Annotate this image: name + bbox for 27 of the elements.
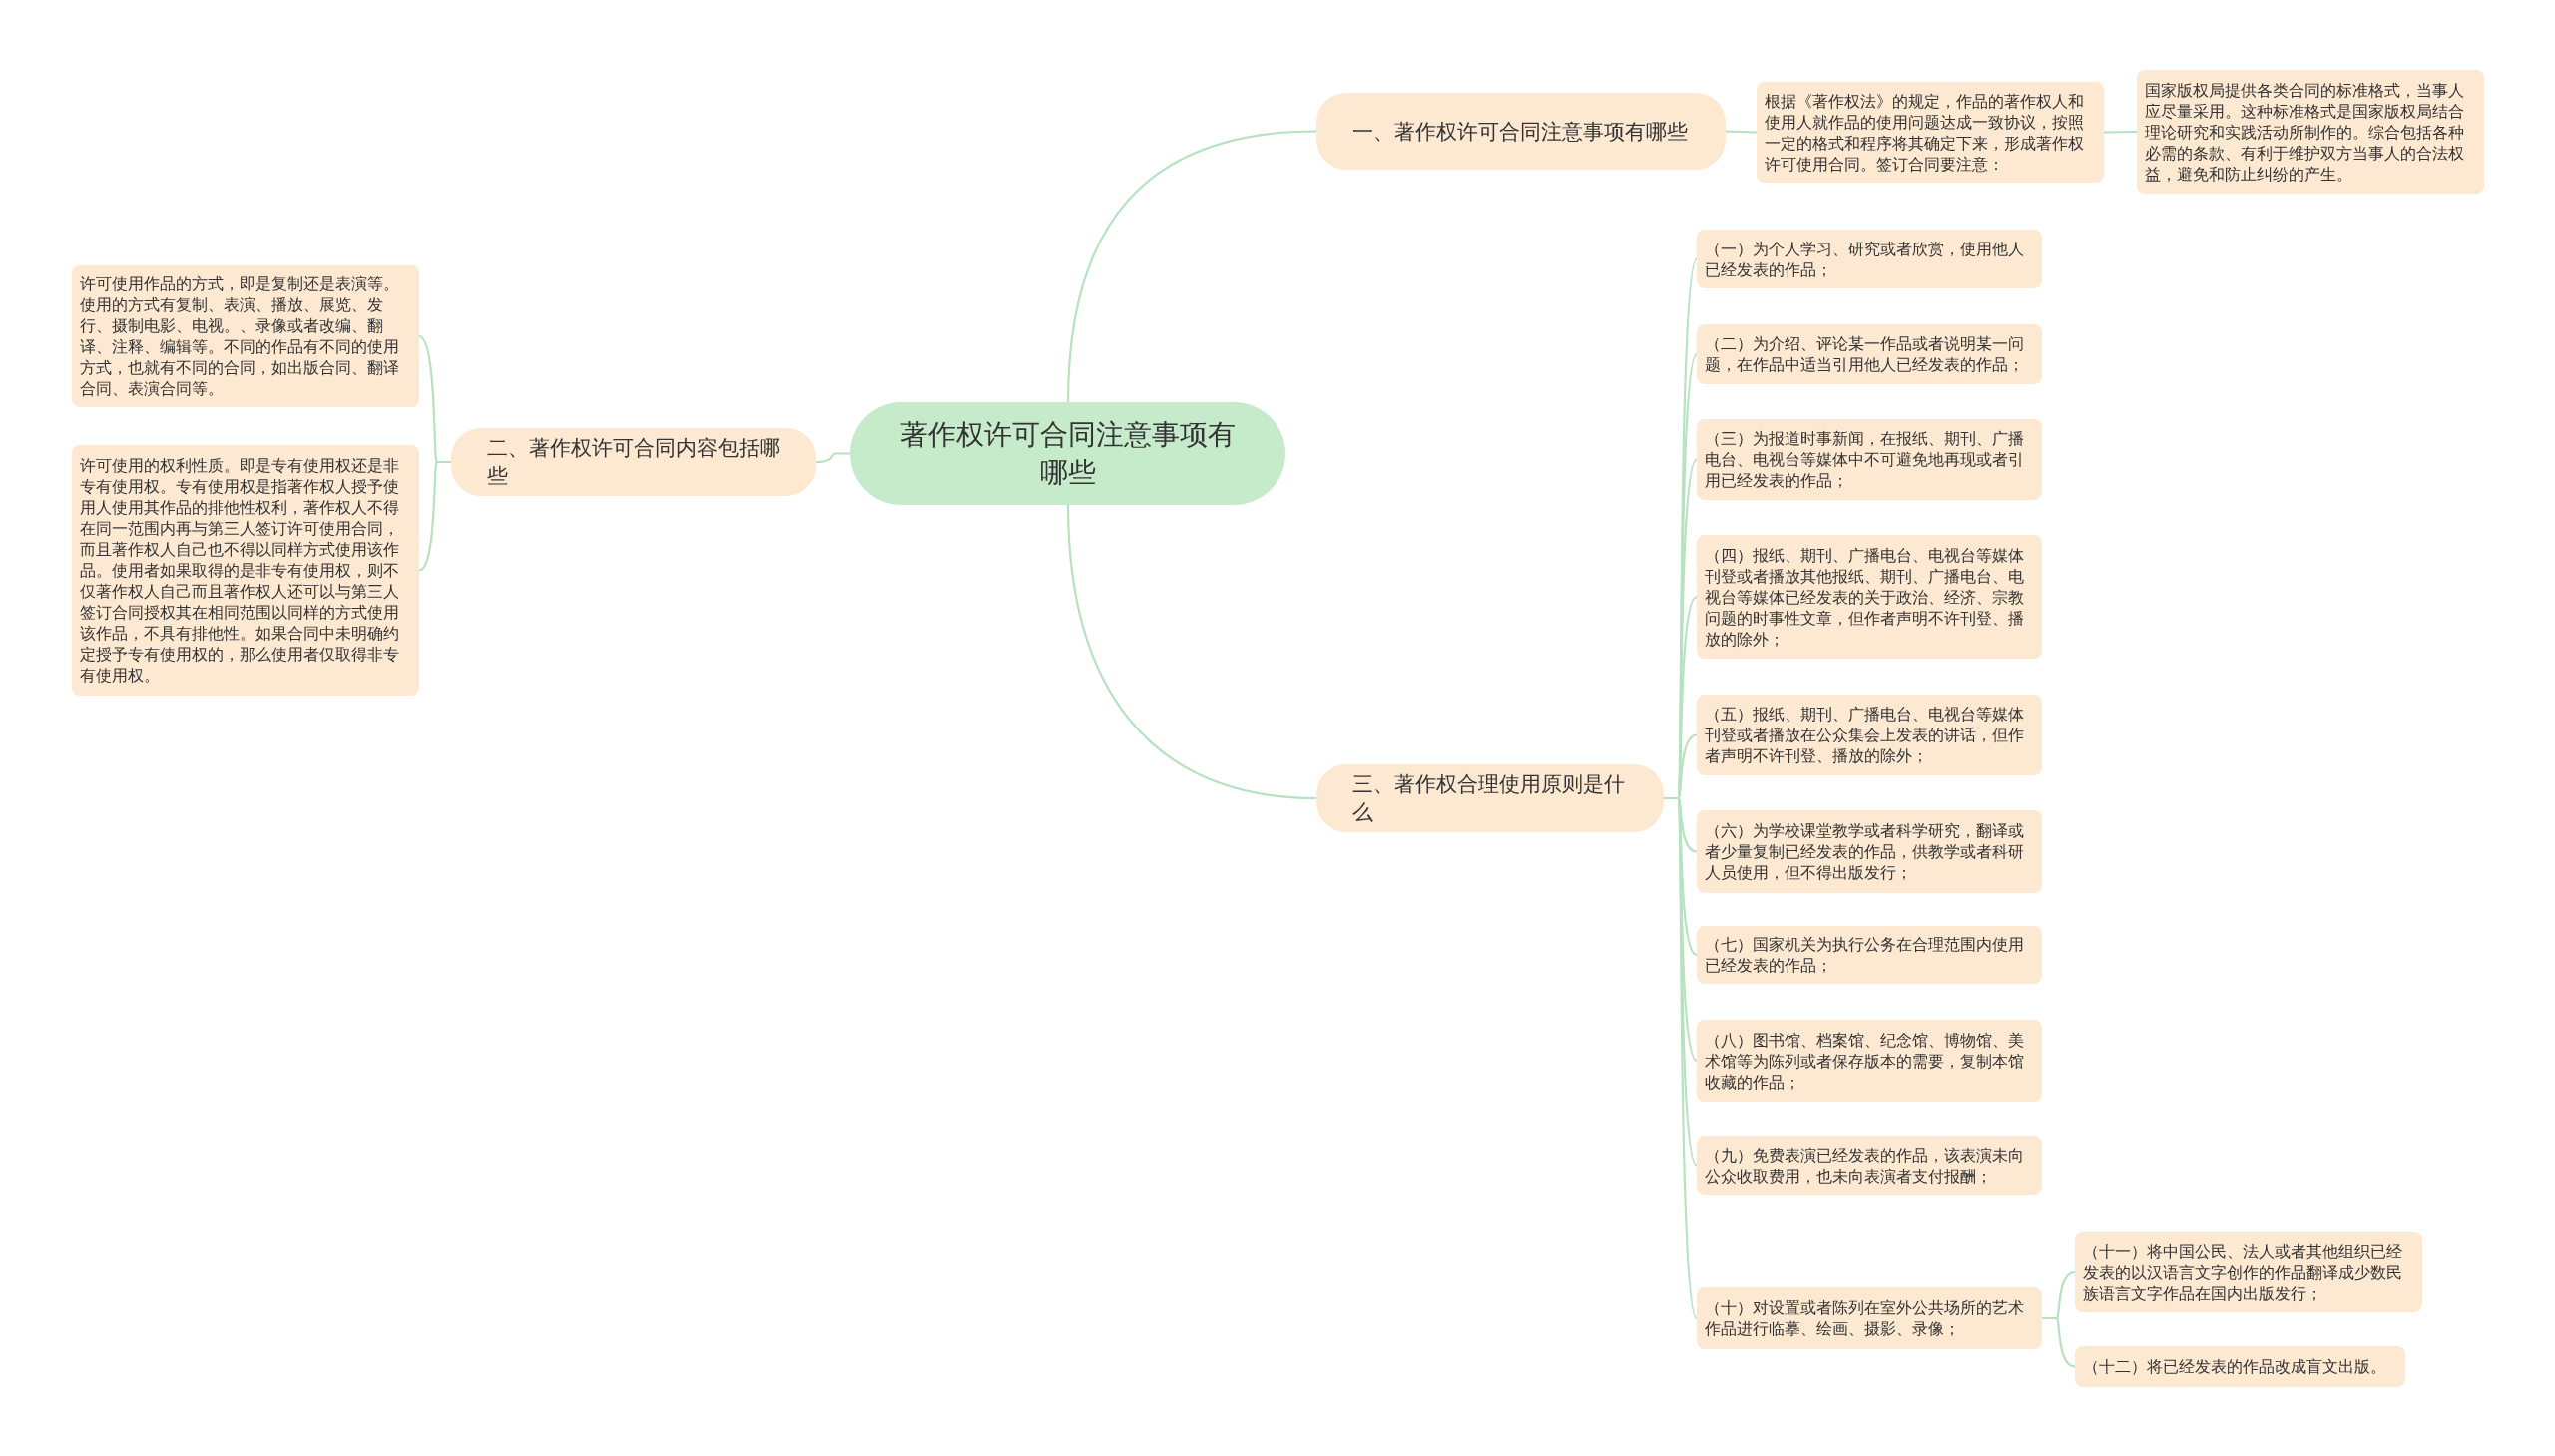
note-box: （九）免费表演已经发表的作品，该表演未向公众收取费用，也未向表演者支付报酬； <box>1697 1136 2042 1195</box>
central-topic: 著作权许可合同注意事项有哪些 <box>850 402 1285 505</box>
note-box: 许可使用的权利性质。即是专有使用权还是非专有使用权。专有使用权是指著作权人授予使用人使用其作品的排他性权利，著作权人不得在同一范围内再与第三人签订许可使用合同，而且著作权人自己也不得以同样方式使用该作品。使用者如果取得的是非专有使用权，则不仅著作权人自己而且著作权人还可以与第三人签订合同授权其在相同范围以同样的方式使用该作品，不具有排他性。如果合同中未明确约定授予专有使用权的，那么使用者仅取得非专有使用权。 <box>72 445 419 696</box>
connector-line <box>418 460 451 572</box>
note-box: （五）报纸、期刊、广播电台、电视台等媒体刊登或者播放在公众集会上发表的讲话，但作者声明不许刊登、播放的除外； <box>1697 695 2042 775</box>
topic-box: 三、著作权合理使用原则是什么 <box>1316 764 1664 832</box>
note-box: （六）为学校课堂教学或者科学研究，翻译或者少量复制已经发表的作品，供教学或者科研人员使用，但不得出版发行； <box>1697 810 2042 893</box>
connector-line <box>2042 1316 2076 1368</box>
note-box: （二）为介绍、评论某一作品或者说明某一问题，在作品中适当引用他人已经发表的作品； <box>1697 324 2042 384</box>
note-box: 国家版权局提供各类合同的标准格式，当事人应尽量采用。这种标准格式是国家版权局结合理论研究和实践活动所制作的。综合包括各种必需的条款、有利于维护双方当事人的合法权益，避免和防止纠纷的产生。 <box>2137 70 2484 194</box>
connector-line <box>815 452 850 464</box>
topic-box: 二、著作权许可合同内容包括哪些 <box>451 428 816 496</box>
note-box: （十）对设置或者陈列在室外公共场所的艺术作品进行临摹、绘画、摄影、录像； <box>1697 1287 2042 1349</box>
note-box: 许可使用作品的方式，即是复制还是表演等。使用的方式有复制、表演、播放、展览、发行、摄制电影、电视。、录像或者改编、翻译、注释、编辑等。不同的作品有不同的使用方式，也就有不同的合同，如出版合同、翻译合同、表演合同等。 <box>72 265 419 407</box>
connector-line <box>2104 130 2137 134</box>
topic-box: 一、著作权许可合同注意事项有哪些 <box>1316 93 1726 170</box>
connector-line <box>1066 504 1317 800</box>
note-box: （十二）将已经发表的作品改成盲文出版。 <box>2075 1346 2405 1387</box>
connector-line <box>1725 130 1758 134</box>
note-box: （一）为个人学习、研究或者欣赏，使用他人已经发表的作品； <box>1697 230 2042 288</box>
note-box: （三）为报道时事新闻，在报纸、期刊、广播电台、电视台等媒体中不可避免地再现或者引用已经发表的作品； <box>1697 419 2042 500</box>
connector-line <box>1066 130 1317 403</box>
note-box: （四）报纸、期刊、广播电台、电视台等媒体刊登或者播放其他报纸、期刊、广播电台、电视台等媒体已经发表的关于政治、经济、宗教问题的时事性文章，但作者声明不许刊登、播放的除外； <box>1697 535 2042 659</box>
note-box: 根据《著作权法》的规定，作品的著作权人和使用人就作品的使用问题达成一致协议，按照一定的格式和程序将其确定下来，形成著作权许可使用合同。签订合同要注意： <box>1757 82 2104 183</box>
note-box: （十一）将中国公民、法人或者其他组织已经发表的以汉语言文字创作的作品翻译成少数民族语言文字作品在国内出版发行； <box>2075 1232 2422 1312</box>
note-box: （八）图书馆、档案馆、纪念馆、博物馆、美术馆等为陈列或者保存版本的需要，复制本馆收藏的作品； <box>1697 1020 2042 1102</box>
note-box: （七）国家机关为执行公务在合理范围内使用已经发表的作品； <box>1697 926 2042 984</box>
